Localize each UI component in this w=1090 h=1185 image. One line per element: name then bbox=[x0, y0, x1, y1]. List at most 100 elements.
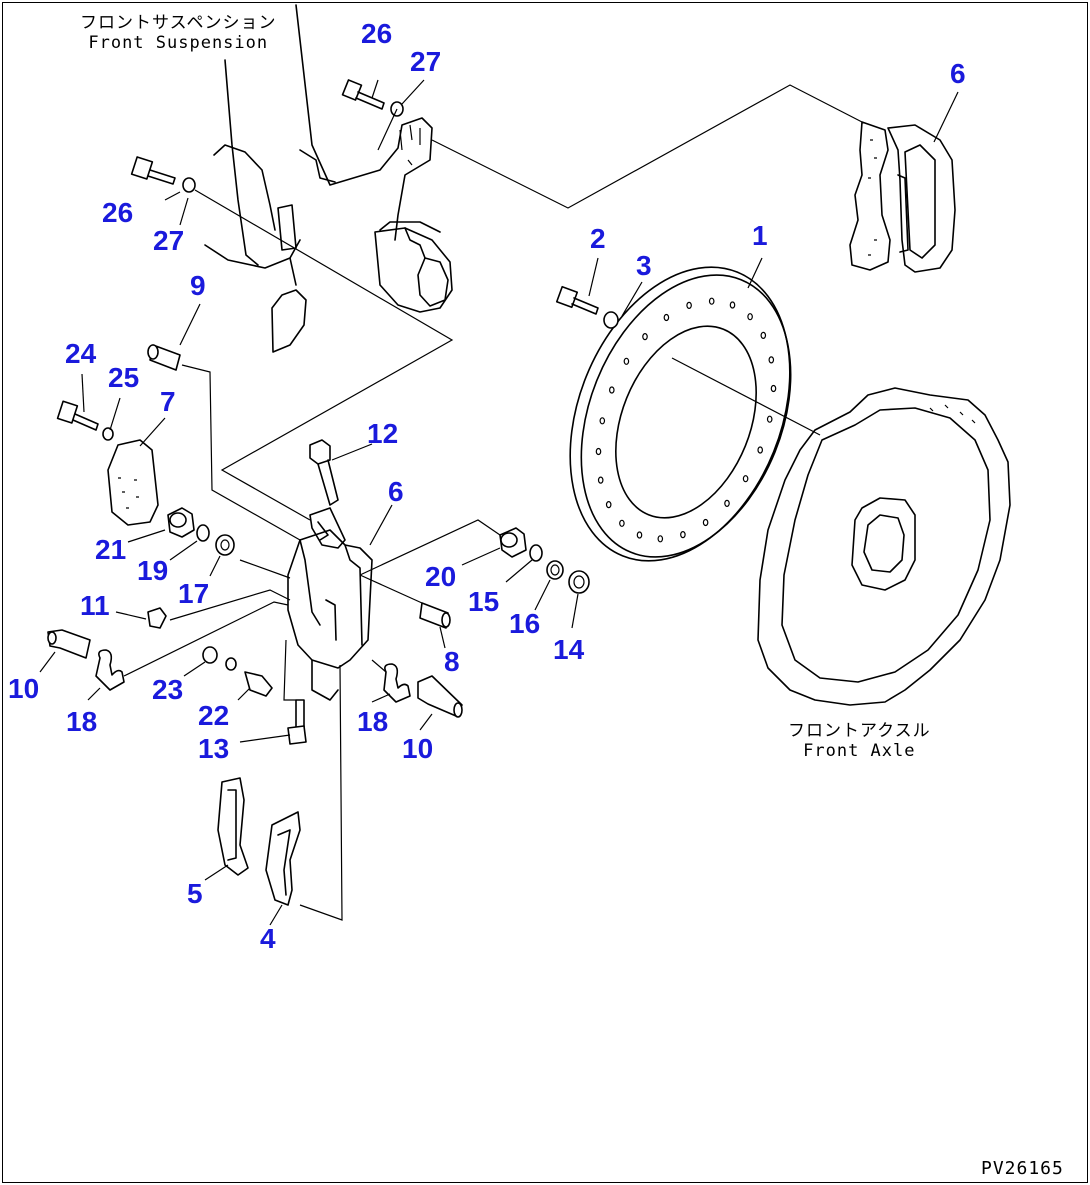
bushing-14-drawing bbox=[568, 570, 590, 594]
disc-bolt-hole bbox=[605, 501, 612, 509]
part-label-5: 5 bbox=[187, 878, 203, 909]
front-axle-caption: フロントアクスル Front Axle bbox=[788, 721, 931, 761]
pin-10-left-drawing bbox=[47, 629, 91, 659]
disc-bolt-hole bbox=[702, 518, 709, 527]
front-suspension-jp-label: フロントサスペンション bbox=[80, 13, 277, 33]
seal-16-drawing bbox=[546, 560, 564, 580]
disc-bolt-hole bbox=[680, 530, 686, 539]
pin-10-right-drawing bbox=[417, 675, 463, 718]
disc-bolt-hole bbox=[657, 535, 664, 543]
seal-15-drawing bbox=[529, 544, 543, 562]
disc-bolt-hole bbox=[708, 297, 715, 305]
part-label-21: 21 bbox=[95, 534, 127, 565]
disc-bolt-hole bbox=[619, 519, 625, 527]
disc-bolt-hole bbox=[608, 386, 615, 394]
disc-bolt-hole bbox=[747, 313, 753, 321]
bolt-12-drawing bbox=[309, 439, 339, 506]
disc-bolt-hole bbox=[686, 301, 692, 309]
part-label-15: 15 bbox=[468, 586, 500, 617]
piston-20-drawing bbox=[499, 527, 527, 558]
disc-bolt-hole bbox=[760, 331, 767, 339]
disc-bolt-hole bbox=[742, 475, 749, 483]
disc-bolt-hole bbox=[757, 446, 764, 454]
part-label-14: 14 bbox=[553, 634, 585, 665]
disc-bolt-hole bbox=[636, 531, 643, 539]
disc-bolt-hole bbox=[642, 333, 648, 341]
bolt-13-drawing bbox=[287, 699, 307, 745]
part-label-26-mid: 26 bbox=[102, 197, 134, 228]
front-axle-en-label: Front Axle bbox=[803, 741, 916, 762]
part-label-27-top: 27 bbox=[410, 46, 442, 77]
disc-bolt-hole bbox=[623, 357, 630, 365]
washer-25-drawing bbox=[102, 427, 114, 441]
disc-bolt-hole bbox=[729, 301, 736, 309]
front-axle-jp-label: フロントアクスル bbox=[788, 721, 931, 741]
part-label-16: 16 bbox=[509, 608, 541, 639]
disc-bolt-hole bbox=[770, 384, 777, 393]
disc-bolt-hole bbox=[766, 415, 773, 423]
part-label-10-left: 10 bbox=[8, 673, 40, 704]
part-label-20: 20 bbox=[425, 561, 457, 592]
bolt-2-drawing bbox=[555, 285, 599, 315]
clip-18-left-drawing bbox=[95, 649, 125, 691]
brake-pad-5-drawing bbox=[217, 777, 249, 876]
part-label-24: 24 bbox=[65, 338, 97, 369]
bolt-26-top-drawing bbox=[341, 79, 385, 110]
part-label-19: 19 bbox=[137, 555, 169, 586]
disc-bolt-hole bbox=[663, 313, 670, 322]
front-axle-drawing bbox=[757, 387, 1011, 706]
part-label-6-center: 6 bbox=[388, 476, 404, 507]
part-label-3: 3 bbox=[636, 250, 652, 281]
piston-21-drawing bbox=[167, 507, 195, 538]
leader-lines bbox=[123, 84, 863, 921]
front-suspension-en-label: Front Suspension bbox=[88, 33, 269, 54]
part-label-27-mid: 27 bbox=[153, 225, 185, 256]
part-label-12: 12 bbox=[367, 418, 399, 449]
clip-18-right-drawing bbox=[383, 663, 411, 703]
brake-disc-drawing bbox=[569, 266, 792, 562]
part-label-11: 11 bbox=[80, 590, 110, 621]
part-label-25: 25 bbox=[108, 362, 140, 393]
part-label-17: 17 bbox=[178, 578, 210, 609]
label-pointers bbox=[39, 79, 959, 926]
pin-8-drawing bbox=[419, 602, 451, 629]
part-label-4: 4 bbox=[260, 923, 276, 954]
seal-17-drawing bbox=[215, 534, 235, 556]
bleeder-11-drawing bbox=[147, 607, 167, 629]
brake-caliper-center-drawing bbox=[287, 507, 373, 701]
part-label-1: 1 bbox=[752, 220, 768, 251]
part-label-13: 13 bbox=[198, 733, 230, 764]
part-label-2: 2 bbox=[590, 223, 606, 254]
washer-3-drawing bbox=[603, 311, 619, 329]
seal-19-drawing bbox=[196, 524, 210, 542]
part-label-10-right: 10 bbox=[402, 733, 434, 764]
part-label-9: 9 bbox=[190, 270, 206, 301]
fitting-22-drawing bbox=[244, 671, 273, 697]
front-suspension-drawing bbox=[204, 4, 453, 353]
part-label-18-left: 18 bbox=[66, 706, 98, 737]
brake-pad-4-drawing bbox=[265, 811, 301, 906]
disc-bolt-hole bbox=[597, 476, 604, 484]
disc-bolt-hole bbox=[724, 499, 730, 507]
disc-bolt-hole bbox=[595, 447, 602, 456]
washer-27-mid-drawing bbox=[182, 177, 196, 193]
part-label-8: 8 bbox=[444, 646, 460, 677]
part-label-18-right: 18 bbox=[357, 706, 389, 737]
washer-23-drawing bbox=[202, 646, 237, 671]
disc-bolt-hole bbox=[768, 356, 775, 364]
brake-pad-7-drawing bbox=[107, 439, 159, 526]
part-label-6-top: 6 bbox=[950, 58, 966, 89]
part-label-7: 7 bbox=[160, 386, 176, 417]
part-label-22: 22 bbox=[198, 700, 230, 731]
bolt-26-mid-drawing bbox=[130, 156, 176, 185]
bolt-24-drawing bbox=[56, 400, 99, 431]
part-label-23: 23 bbox=[152, 674, 184, 705]
part-label-26-top: 26 bbox=[361, 18, 393, 49]
pin-9-drawing bbox=[147, 344, 181, 371]
disc-bolt-hole bbox=[599, 417, 606, 425]
front-suspension-caption: フロントサスペンション Front Suspension bbox=[80, 13, 276, 53]
caliper-assembly-top-drawing bbox=[849, 121, 956, 273]
